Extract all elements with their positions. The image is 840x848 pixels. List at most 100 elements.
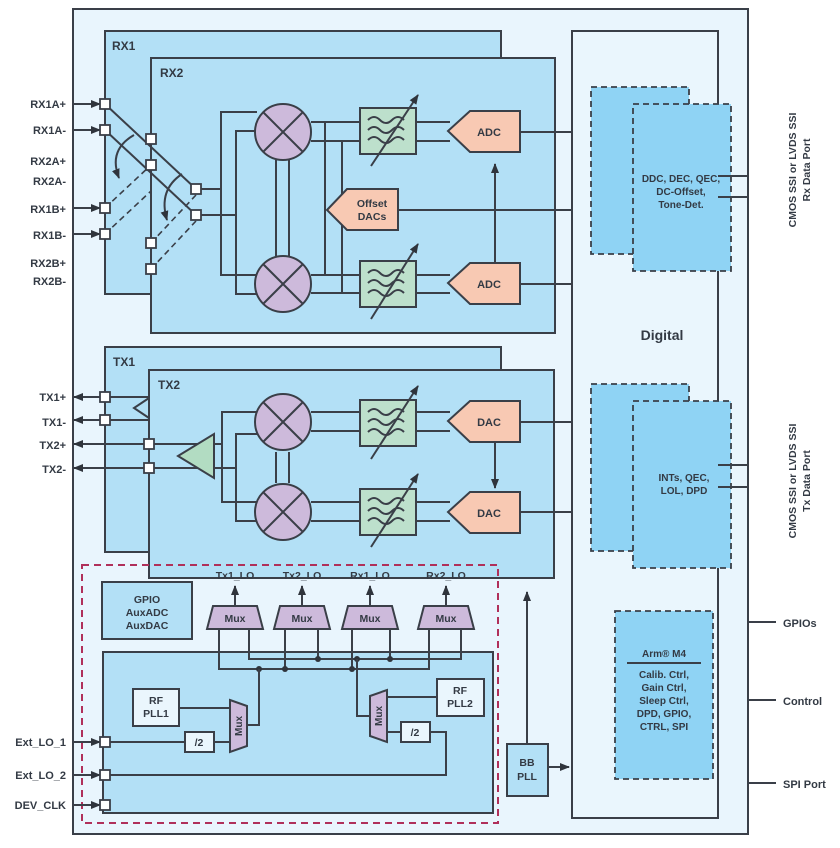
svg-text:Mux: Mux bbox=[360, 613, 381, 625]
svg-text:Tx Data Port: Tx Data Port bbox=[801, 450, 813, 512]
svg-text:RF: RF bbox=[453, 685, 468, 697]
pin-label: RX1B- bbox=[33, 230, 66, 242]
svg-text:Mux: Mux bbox=[374, 706, 385, 726]
gpios-port-label: GPIOs bbox=[783, 618, 817, 630]
tx-dsp-block: INTs, QEC, LOL, DPD bbox=[590, 383, 732, 569]
tx-pin-labels: TX1+ TX1- TX2+ TX2- bbox=[39, 392, 66, 476]
rx-adc-top: ADC bbox=[446, 110, 521, 153]
svg-text:ADC: ADC bbox=[477, 279, 501, 291]
svg-text:CTRL, SPI: CTRL, SPI bbox=[640, 722, 689, 733]
port-wiring bbox=[718, 175, 776, 784]
svg-text:Mux: Mux bbox=[225, 613, 246, 625]
rx-dsp-block: DDC, DEC, QEC, DC-Offset, Tone-Det. bbox=[590, 86, 732, 272]
lo-outputs: Tx1_LO Tx2_LO Rx1_LO Rx2_LO bbox=[216, 570, 466, 606]
tx1-label: TX1 bbox=[113, 355, 135, 369]
rx-filter-top bbox=[359, 94, 419, 167]
spi-port-label: SPI Port bbox=[783, 779, 826, 791]
svg-text:Offset: Offset bbox=[357, 198, 388, 210]
pin-label: RX2A- bbox=[33, 176, 66, 188]
rx-pins bbox=[99, 98, 202, 275]
digital-label: Digital bbox=[641, 327, 684, 343]
tx-amplifier bbox=[176, 432, 215, 480]
ext-lo2-wire bbox=[110, 731, 447, 776]
rx1-label: RX1 bbox=[112, 39, 136, 53]
rx-data-port-label: CMOS SSI or LVDS SSI Rx Data Port bbox=[787, 113, 813, 228]
arm-m4-block: Arm® M4 Calib. Ctrl, Gain Ctrl, Sleep Ct… bbox=[614, 610, 714, 780]
tx-filter-bottom bbox=[359, 473, 419, 548]
svg-text:AuxADC: AuxADC bbox=[126, 607, 169, 619]
bb-pll-block: BB PLL bbox=[506, 591, 570, 797]
rx2-lo-mux: Mux bbox=[416, 605, 476, 630]
svg-text:Rx Data Port: Rx Data Port bbox=[801, 138, 813, 202]
svg-text:AuxDAC: AuxDAC bbox=[126, 620, 169, 632]
svg-text:CMOS SSI or LVDS SSI: CMOS SSI or LVDS SSI bbox=[787, 113, 799, 228]
tx2-label: TX2 bbox=[158, 378, 180, 392]
tx2-lo-mux: Mux bbox=[272, 605, 332, 630]
divider-1: /2 bbox=[184, 731, 215, 753]
rx-pin-labels: RX1A+ RX1A- RX2A+ RX2A- RX1B+ RX1B- RX2B… bbox=[30, 99, 66, 288]
gpio-aux-block: GPIO AuxADC AuxDAC bbox=[101, 581, 193, 640]
svg-text:DACs: DACs bbox=[358, 211, 387, 223]
input-label: Ext_LO_1 bbox=[15, 737, 66, 749]
tx-data-port-label: CMOS SSI or LVDS SSI Tx Data Port bbox=[787, 424, 813, 539]
svg-text:Sleep Ctrl,: Sleep Ctrl, bbox=[639, 696, 689, 707]
pin-label: TX2+ bbox=[39, 440, 66, 452]
svg-text:INTs, QEC,: INTs, QEC, bbox=[659, 473, 710, 484]
pin-label: TX1- bbox=[42, 417, 66, 429]
tx-pins bbox=[99, 391, 155, 474]
pin-label: RX1A+ bbox=[30, 99, 66, 111]
svg-text:/2: /2 bbox=[195, 737, 204, 749]
svg-text:CMOS SSI or LVDS SSI: CMOS SSI or LVDS SSI bbox=[787, 424, 799, 539]
lo-output-label: Rx2_LO bbox=[426, 570, 466, 582]
lo-output-label: Tx2_LO bbox=[283, 570, 322, 582]
divider-2: /2 bbox=[400, 721, 431, 743]
rf-pll1-block: RF PLL1 bbox=[132, 688, 180, 727]
svg-text:DC-Offset,: DC-Offset, bbox=[656, 187, 706, 198]
tx-filter-top bbox=[359, 385, 419, 460]
rx2-label: RX2 bbox=[160, 66, 184, 80]
offset-dacs: Offset DACs bbox=[325, 188, 399, 231]
input-label: DEV_CLK bbox=[15, 800, 66, 812]
svg-text:Tone-Det.: Tone-Det. bbox=[658, 200, 704, 211]
pin-label: RX2B- bbox=[33, 276, 66, 288]
svg-text:DAC: DAC bbox=[477, 508, 501, 520]
svg-text:BB: BB bbox=[519, 757, 535, 769]
rx-mixer-bottom bbox=[254, 255, 312, 313]
pin-label: TX1+ bbox=[39, 392, 66, 404]
rx-input-switch bbox=[104, 103, 197, 270]
pin-label: RX1A- bbox=[33, 125, 66, 137]
svg-text:/2: /2 bbox=[411, 727, 420, 739]
tx-mixer-bottom bbox=[254, 483, 312, 541]
rx-mixer-top bbox=[254, 103, 312, 161]
svg-text:Gain Ctrl,: Gain Ctrl, bbox=[641, 683, 686, 694]
pin-label: RX1B+ bbox=[30, 204, 66, 216]
svg-text:RF: RF bbox=[149, 695, 164, 707]
lo-input-arrows bbox=[74, 736, 111, 811]
svg-text:PLL2: PLL2 bbox=[447, 698, 473, 710]
mux-pll2: Mux bbox=[369, 688, 388, 744]
tx-mixer-top bbox=[254, 393, 312, 451]
svg-text:LOL, DPD: LOL, DPD bbox=[661, 486, 708, 497]
svg-text:Mux: Mux bbox=[292, 613, 313, 625]
pin-label: RX2B+ bbox=[30, 258, 66, 270]
rx-filter-bottom bbox=[359, 243, 419, 320]
pin-label: RX2A+ bbox=[30, 156, 66, 168]
svg-text:DAC: DAC bbox=[477, 417, 501, 429]
rx-adc-bottom: ADC bbox=[446, 262, 521, 305]
svg-text:DDC, DEC, QEC,: DDC, DEC, QEC, bbox=[642, 174, 721, 185]
tx1-lo-mux: Mux bbox=[205, 605, 265, 630]
svg-text:Calib. Ctrl,: Calib. Ctrl, bbox=[639, 670, 689, 681]
mux-pll1: Mux bbox=[229, 698, 248, 754]
svg-text:ADC: ADC bbox=[477, 127, 501, 139]
svg-text:GPIO: GPIO bbox=[134, 594, 160, 606]
rf-pll2-block: RF PLL2 bbox=[436, 678, 485, 717]
lo-section-boundary bbox=[81, 564, 499, 824]
tx-dac-top: DAC bbox=[446, 400, 521, 443]
tx-dac-bottom: DAC bbox=[446, 491, 521, 534]
input-label: Ext_LO_2 bbox=[15, 770, 66, 782]
arm-title: Arm® M4 bbox=[642, 649, 686, 660]
rx-wiring bbox=[201, 111, 572, 295]
svg-text:PLL1: PLL1 bbox=[143, 708, 169, 720]
rx1-lo-mux: Mux bbox=[340, 605, 400, 630]
